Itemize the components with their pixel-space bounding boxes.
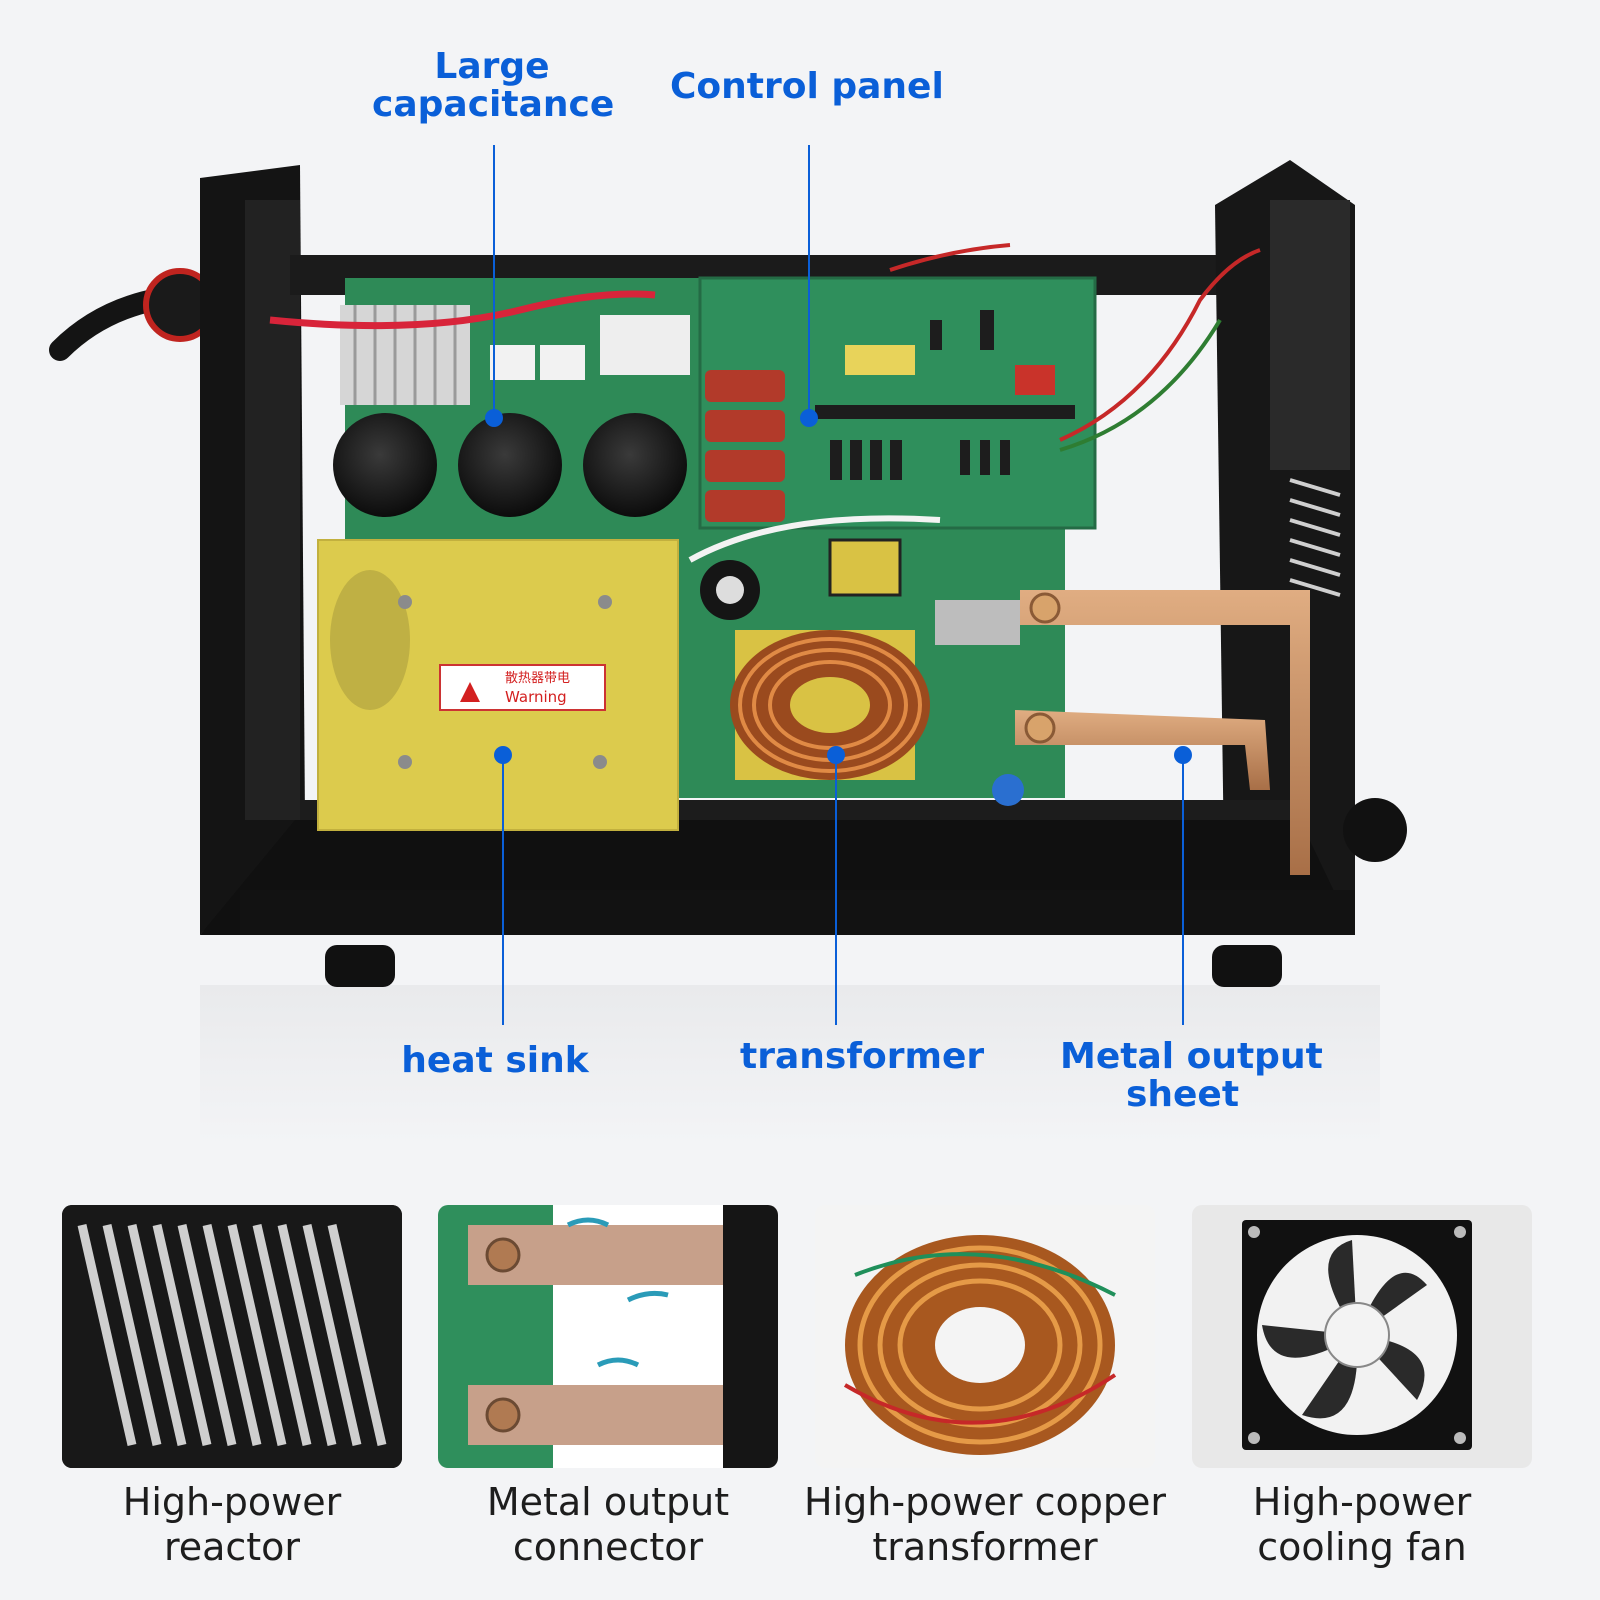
- marker-dot-metal-output: [1174, 746, 1192, 764]
- warning-sticker: 散热器带电 Warning: [439, 664, 606, 711]
- callout-metal-output-line1: Metal output: [1060, 1036, 1323, 1077]
- marker-dot-control-panel: [800, 409, 818, 427]
- callout-heat-sink: heat sink: [401, 1040, 589, 1081]
- copper-connector-photo: [438, 1205, 778, 1468]
- leader-line-control-panel: [808, 145, 810, 415]
- callout-large-capacitance: Large capacitance: [372, 46, 615, 125]
- fan-thumbnail: [1192, 1205, 1532, 1468]
- connector-thumbnail: [438, 1205, 778, 1468]
- warning-cjk: 散热器带电: [505, 671, 570, 686]
- warning-text: Warning: [505, 688, 567, 706]
- leader-line-transformer: [835, 755, 837, 1025]
- marker-dot-transformer: [827, 746, 845, 764]
- cooling-fan-photo: [1242, 1220, 1472, 1450]
- control-board: [698, 276, 1097, 530]
- feature-caption-line1: Metal output: [486, 1480, 730, 1524]
- reactor-thumbnail: [62, 1205, 402, 1468]
- feature-caption-line2: transformer: [872, 1524, 1098, 1569]
- output-terminal: [1343, 798, 1407, 862]
- film-capacitors: [705, 370, 785, 522]
- callout-large-capacitance-line2: capacitance: [372, 83, 615, 125]
- callout-transformer: transformer: [740, 1036, 985, 1077]
- leader-line-metal-output: [1182, 755, 1184, 1025]
- feature-caption: High-power cooling fan: [1162, 1480, 1562, 1570]
- large-capacitors: [333, 413, 687, 517]
- callout-control-panel: Control panel: [670, 66, 944, 107]
- feature-caption: Metal output connector: [408, 1480, 808, 1570]
- chassis-foot: [1212, 945, 1282, 987]
- feature-caption: High-power reactor: [32, 1480, 432, 1570]
- leader-line-capacitance: [493, 145, 495, 415]
- feature-caption-line2: reactor: [163, 1524, 301, 1569]
- marker-dot-capacitance: [485, 409, 503, 427]
- feature-caption-line1: High-power: [1252, 1480, 1472, 1524]
- feature-caption-line2: cooling fan: [1257, 1524, 1467, 1569]
- chassis-foot: [325, 945, 395, 987]
- callout-metal-output-sheet: Metal output sheet: [1060, 1036, 1323, 1115]
- feature-caption: High-power copper transformer: [785, 1480, 1185, 1570]
- feature-caption-line1: High-power copper: [804, 1480, 1166, 1524]
- callout-large-capacitance-line1: Large: [434, 46, 550, 87]
- feature-caption-line1: High-power: [122, 1480, 342, 1524]
- reactor-coil-photo: [62, 1205, 402, 1468]
- toroidal-transformer-photo: [843, 1235, 1117, 1455]
- transformer-thumbnail: [815, 1205, 1155, 1468]
- feature-caption-line2: connector: [512, 1524, 704, 1569]
- leader-line-heat-sink: [502, 755, 504, 1025]
- callout-metal-output-line2: sheet: [1125, 1073, 1240, 1115]
- marker-dot-heat-sink: [494, 746, 512, 764]
